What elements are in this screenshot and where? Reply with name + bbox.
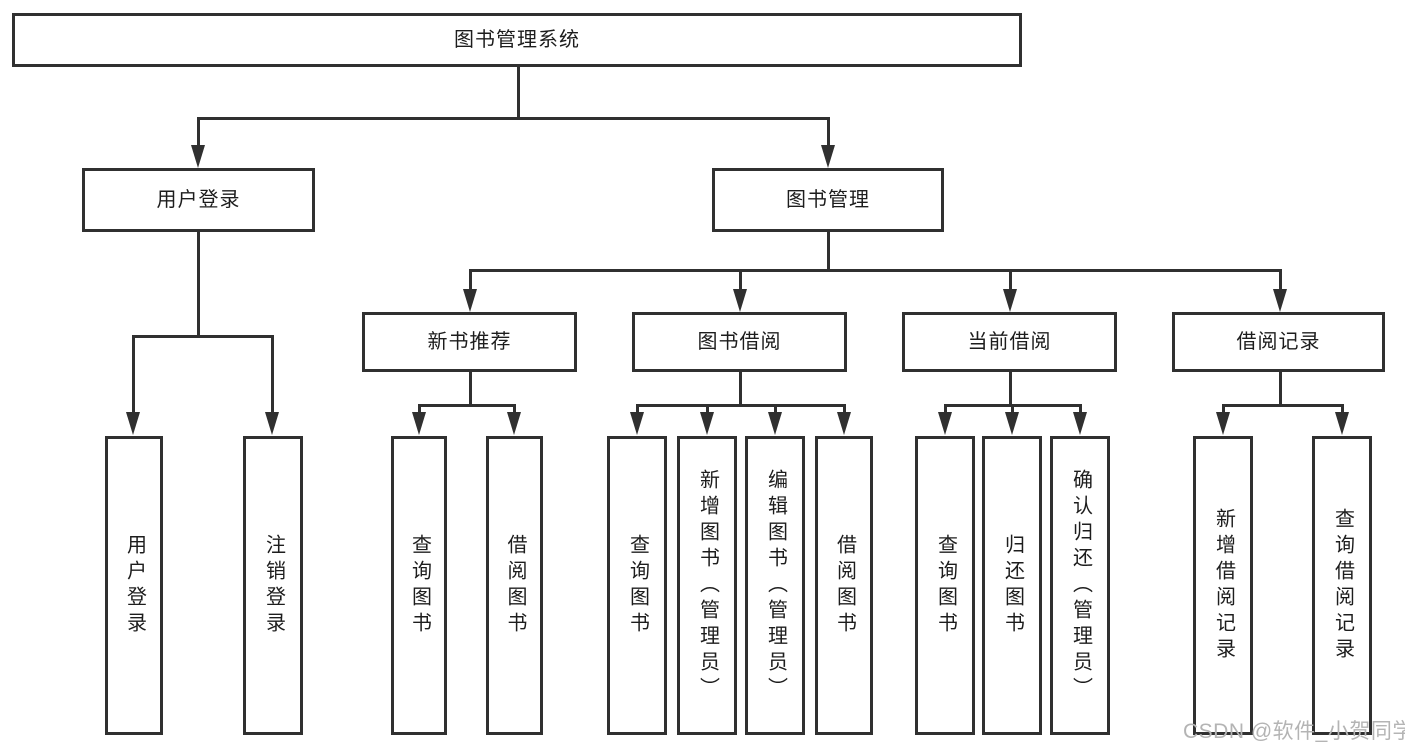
connector-line bbox=[197, 232, 200, 337]
arrowhead-down-icon bbox=[821, 145, 835, 168]
connector-line bbox=[1279, 372, 1282, 407]
connector-line bbox=[827, 117, 830, 149]
arrowhead-down-icon bbox=[191, 145, 205, 168]
connector-line bbox=[1009, 269, 1012, 293]
connector-line bbox=[469, 372, 472, 407]
arrowhead-down-icon bbox=[1273, 289, 1287, 312]
leaf-add-book-admin: 新增图书（管理员） bbox=[677, 436, 737, 735]
connector-line bbox=[843, 404, 846, 415]
arrowhead-down-icon bbox=[733, 289, 747, 312]
arrowhead-down-icon bbox=[938, 412, 952, 435]
leaf-query-borrow-record: 查询借阅记录 bbox=[1312, 436, 1372, 735]
leaf-logout: 注销登录 bbox=[243, 436, 303, 735]
leaf-query-book-current: 查询图书 bbox=[915, 436, 975, 735]
connector-line bbox=[197, 117, 200, 149]
connector-line bbox=[1009, 372, 1012, 407]
connector-line bbox=[827, 232, 830, 272]
connector-line bbox=[774, 404, 777, 415]
connector-line bbox=[636, 404, 846, 407]
csdn-watermark: CSDN @软件_小贺同学 bbox=[1183, 720, 1405, 743]
leaf-borrow-book-recommend: 借阅图书 bbox=[486, 436, 543, 735]
arrowhead-down-icon bbox=[768, 412, 782, 435]
arrowhead-down-icon bbox=[463, 289, 477, 312]
arrowhead-down-icon bbox=[1073, 412, 1087, 435]
connector-line bbox=[944, 404, 947, 415]
leaf-borrow-book: 借阅图书 bbox=[815, 436, 873, 735]
node-new-book-recommend: 新书推荐 bbox=[362, 312, 577, 372]
arrowhead-down-icon bbox=[1005, 412, 1019, 435]
node-book-management: 图书管理 bbox=[712, 168, 944, 232]
arrowhead-down-icon bbox=[1003, 289, 1017, 312]
connector-line bbox=[418, 404, 421, 415]
leaf-query-book-recommend: 查询图书 bbox=[391, 436, 447, 735]
node-root: 图书管理系统 bbox=[12, 13, 1022, 67]
leaf-return-book: 归还图书 bbox=[982, 436, 1042, 735]
leaf-edit-book-admin: 编辑图书（管理员） bbox=[745, 436, 805, 735]
arrowhead-down-icon bbox=[507, 412, 521, 435]
node-current-borrow: 当前借阅 bbox=[902, 312, 1117, 372]
connector-line bbox=[739, 372, 742, 407]
arrowhead-down-icon bbox=[630, 412, 644, 435]
connector-line bbox=[469, 269, 472, 293]
connector-line bbox=[469, 269, 1282, 272]
arrowhead-down-icon bbox=[126, 412, 140, 435]
connector-line bbox=[418, 404, 516, 407]
connector-line bbox=[1079, 404, 1082, 415]
arrowhead-down-icon bbox=[700, 412, 714, 435]
connector-line bbox=[1279, 269, 1282, 293]
arrowhead-down-icon bbox=[1216, 412, 1230, 435]
connector-line bbox=[706, 404, 709, 415]
connector-line bbox=[271, 335, 274, 413]
connector-line bbox=[132, 335, 274, 338]
connector-line bbox=[513, 404, 516, 415]
connector-line bbox=[197, 117, 830, 120]
arrowhead-down-icon bbox=[265, 412, 279, 435]
leaf-confirm-return-admin: 确认归还（管理员） bbox=[1050, 436, 1110, 735]
connector-line bbox=[517, 67, 520, 119]
node-user-login: 用户登录 bbox=[82, 168, 315, 232]
arrowhead-down-icon bbox=[1335, 412, 1349, 435]
connector-line bbox=[1222, 404, 1225, 415]
arrowhead-down-icon bbox=[412, 412, 426, 435]
connector-line bbox=[1341, 404, 1344, 415]
leaf-add-borrow-record: 新增借阅记录 bbox=[1193, 436, 1253, 735]
node-borrow-records: 借阅记录 bbox=[1172, 312, 1385, 372]
leaf-user-login: 用户登录 bbox=[105, 436, 163, 735]
connector-line bbox=[1222, 404, 1344, 407]
node-book-borrow: 图书借阅 bbox=[632, 312, 847, 372]
leaf-query-book-borrow: 查询图书 bbox=[607, 436, 667, 735]
connector-line bbox=[739, 269, 742, 293]
arrowhead-down-icon bbox=[837, 412, 851, 435]
connector-line bbox=[132, 335, 135, 413]
connector-line bbox=[636, 404, 639, 415]
connector-line bbox=[1011, 404, 1014, 415]
